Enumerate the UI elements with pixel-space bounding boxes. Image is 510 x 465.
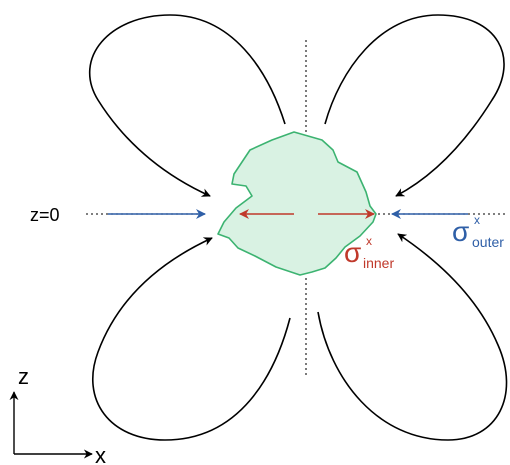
z0-label: z=0 xyxy=(30,205,60,225)
loop-lower-left xyxy=(92,237,291,441)
z-axis-label: z xyxy=(18,364,29,389)
sigma-inner-superscript: x xyxy=(366,234,372,248)
loop-upper-left xyxy=(88,14,286,197)
loop-lower-right xyxy=(317,233,508,441)
sigma-outer-subscript: outer xyxy=(472,234,504,250)
sigma-outer-superscript: x xyxy=(474,213,480,227)
sigma-inner-symbol: σ xyxy=(344,237,361,268)
sigma-inner-subscript: inner xyxy=(363,255,394,271)
loop-upper-right xyxy=(324,14,505,197)
inclusion-blob xyxy=(217,131,377,276)
x-axis-label: x xyxy=(95,443,106,465)
sigma-outer-symbol: σ xyxy=(452,216,469,247)
